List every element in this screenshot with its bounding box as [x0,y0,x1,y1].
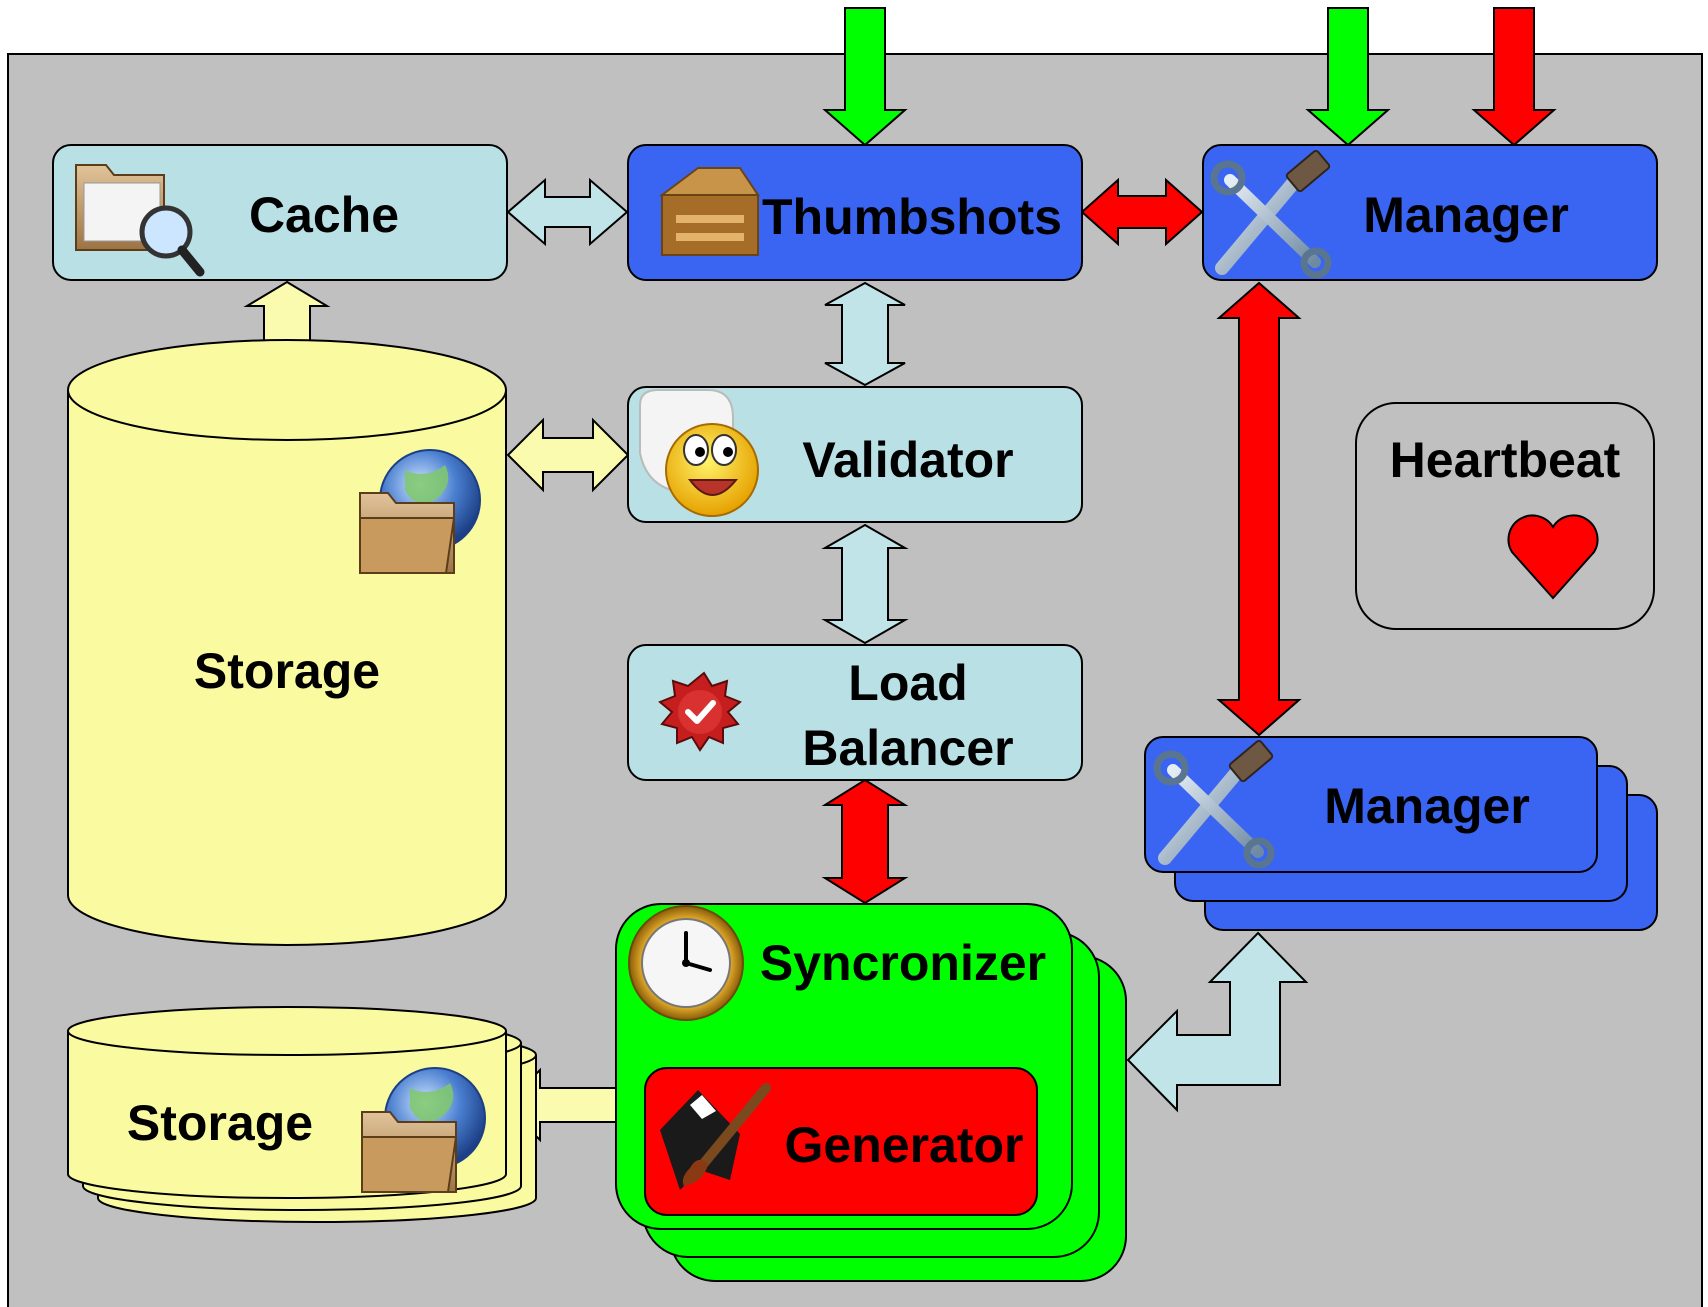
cache-label: Cache [249,187,399,243]
validator-label: Validator [802,432,1013,488]
generator-label: Generator [785,1117,1024,1173]
heart-icon [1507,514,1599,600]
arrow-manager-managerstack [1216,281,1302,737]
red-badge-checkmark-icon [658,671,742,752]
tools-icon [1210,149,1332,279]
storage-main-label: Storage [194,643,380,699]
load-balancer-label-line2: Balancer [802,720,1013,776]
incoming-green-arrow-manager [1305,7,1391,147]
folder-globe-icon [361,1067,486,1193]
folder-globe-icon [359,449,481,574]
package-box-icon [659,167,760,256]
smiley-face-icon [639,389,759,517]
tools-icon [1153,739,1275,869]
clock-icon [628,905,744,1021]
incoming-arrow-thumbshots [822,7,908,147]
manager-top-label: Manager [1363,187,1569,243]
load-balancer-box [627,644,1083,781]
paintbrush-icon [660,1083,771,1190]
folder-search-icon [75,164,205,277]
syncronizer-label: Syncronizer [760,935,1046,991]
generator-box [644,1067,1038,1216]
heartbeat-box [1355,402,1655,630]
arrow-validator-loadbalancer [821,523,909,645]
arrow-managerstack-syncronizer [1126,931,1309,1113]
load-balancer-label-line1: Load [848,655,967,711]
heartbeat-label: Heartbeat [1390,432,1621,488]
storage-stack-label: Storage [127,1095,313,1151]
arrow-thumbshots-validator [824,281,906,387]
manager-stack-label: Manager [1324,778,1530,834]
incoming-red-arrow-manager [1471,7,1557,147]
thumbshots-label: Thumbshots [762,189,1062,245]
